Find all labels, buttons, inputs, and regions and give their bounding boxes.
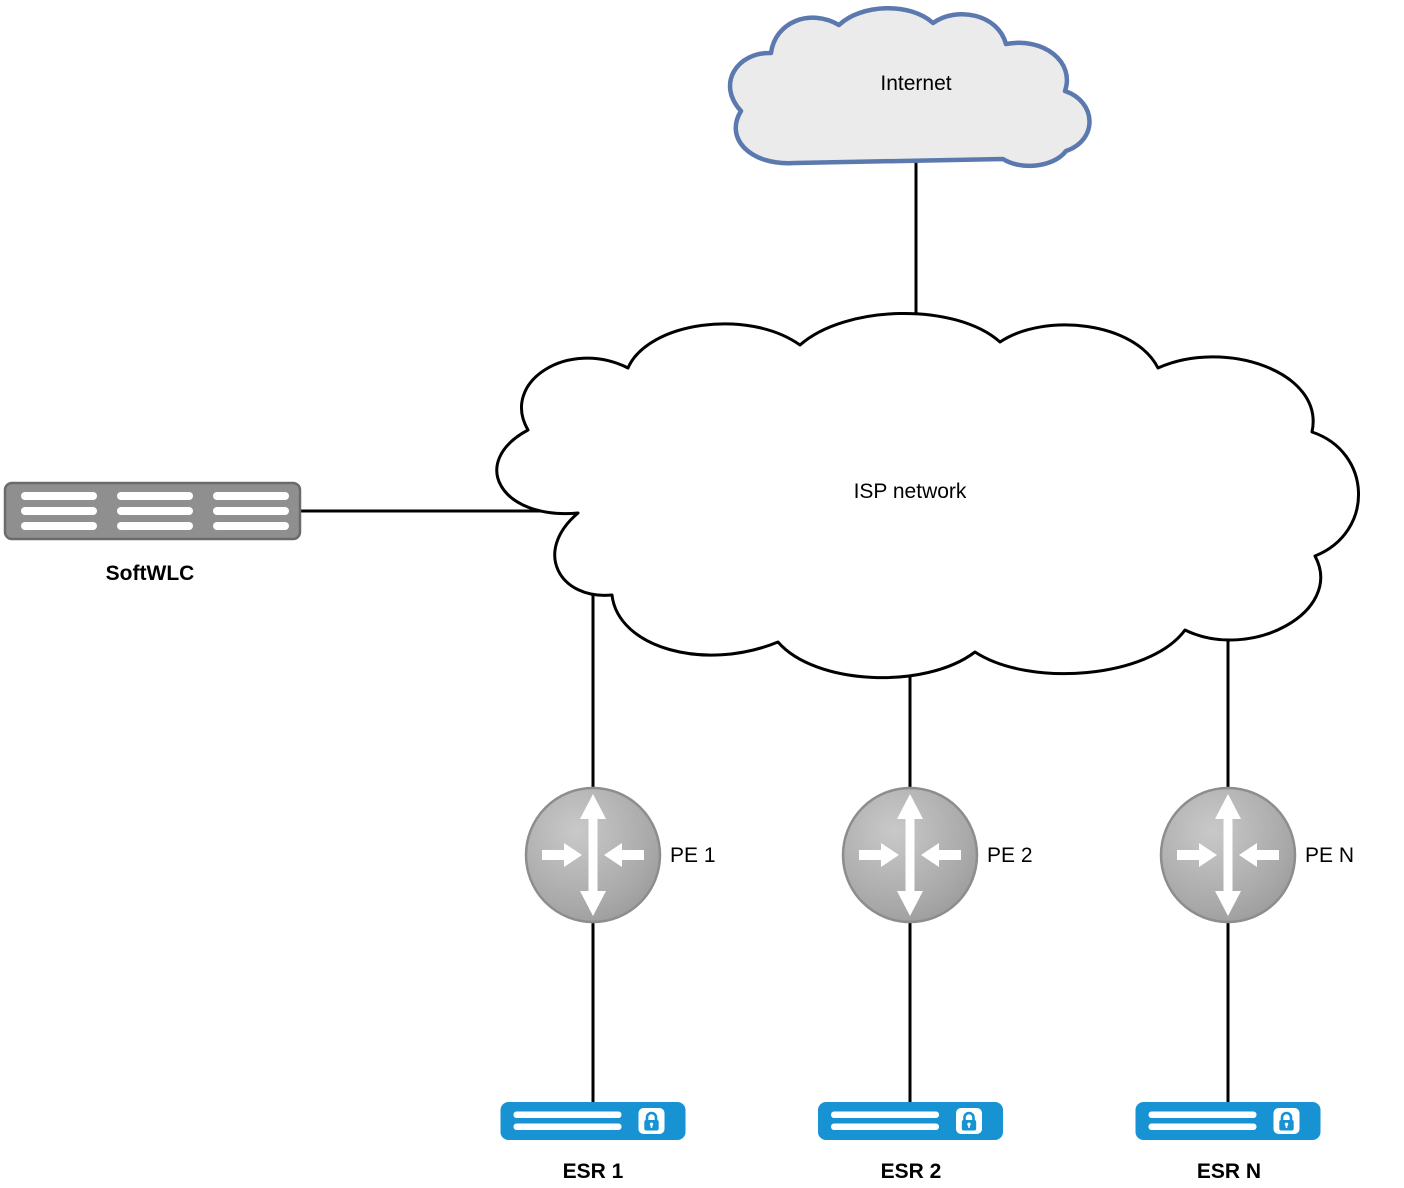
pe1-label: PE 1 — [670, 844, 716, 867]
internet-label: Internet — [880, 72, 951, 95]
pe1-router-icon — [524, 786, 662, 924]
pen-label: PE N — [1305, 844, 1354, 867]
isp-network-label: ISP network — [854, 480, 967, 503]
pe2-router-icon — [841, 786, 979, 924]
softwlc-server-icon — [3, 481, 302, 541]
esrn-device-icon — [1134, 1100, 1322, 1142]
internet-cloud — [727, 5, 1092, 169]
esrn-label: ESR N — [1197, 1160, 1261, 1183]
pe2-label: PE 2 — [987, 844, 1033, 867]
isp-network-cloud — [495, 312, 1360, 680]
pen-router-icon — [1159, 786, 1297, 924]
softwlc-label: SoftWLC — [106, 562, 195, 585]
esr2-label: ESR 2 — [881, 1160, 942, 1183]
esr1-device-icon — [499, 1100, 687, 1142]
esr2-device-icon — [816, 1100, 1005, 1142]
esr1-label: ESR 1 — [563, 1160, 624, 1183]
